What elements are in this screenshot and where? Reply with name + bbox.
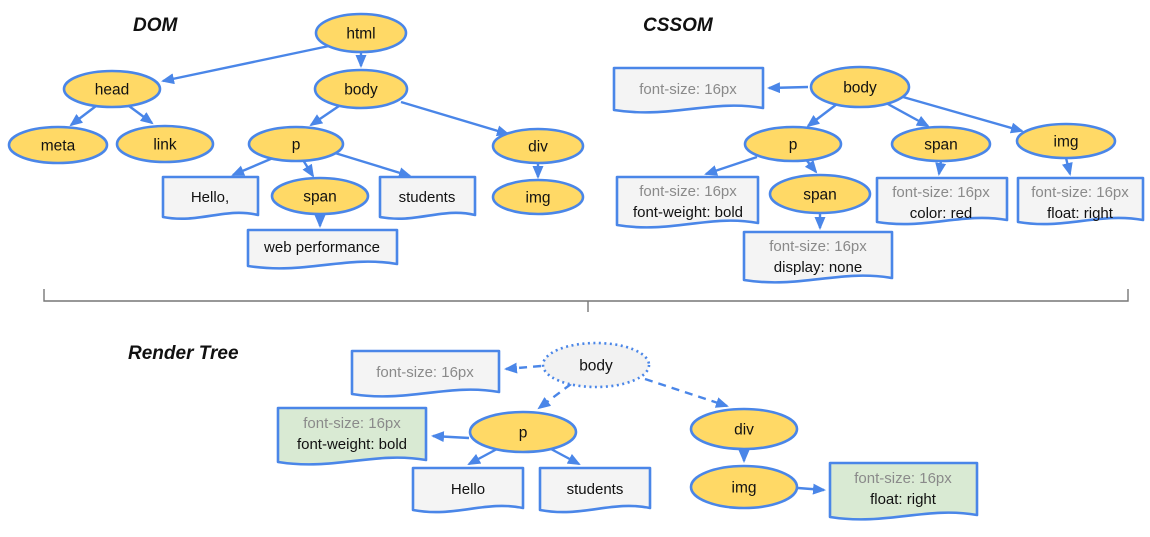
render-rule-p-line1: font-size: 16px [303,415,401,432]
cssom-node-img [1015,122,1117,160]
cssom-rule-p-span [742,230,894,284]
cssom-rule-p-span-line1: font-size: 16px [769,238,867,255]
edge-cssom-body-img [902,95,1024,134]
render-textnode-hello-label: Hello [451,481,485,498]
cssom-rule-body-line1: font-size: 16px [639,81,737,98]
dom-node-meta-label: meta [41,138,76,155]
dom-textnode-web-performance [246,228,399,270]
render-rule-img-line1: font-size: 16px [854,470,952,487]
edge-p-students [334,151,412,179]
render-node-img [689,464,799,510]
edge-render-body-rule [504,362,542,374]
edge-html-head [161,44,330,85]
cssom-node-body [809,65,911,109]
render-node-p-label: p [519,425,528,442]
edge-cssom-p-rule [704,155,758,176]
render-rule-p [276,406,428,466]
dom-node-body-label: body [344,82,378,99]
dom-textnode-students [378,175,477,221]
edge-head-meta [69,105,97,127]
cssom-rule-img [1016,176,1145,226]
render-node-div-label: div [734,422,754,439]
cssom-node-img-label: img [1054,134,1079,151]
render-textnode-students-label: students [567,481,624,498]
edge-render-img-rule [797,483,826,495]
dom-node-link [115,124,215,164]
render-rule-body-line1: font-size: 16px [376,364,474,381]
render-node-div [689,407,799,451]
dom-node-img [491,178,585,216]
edge-cssom-body-rule [767,82,809,94]
dom-textnode-hello-label: Hello, [191,189,229,206]
dom-node-img-label: img [526,190,551,207]
render-rule-img-line2: float: right [870,491,937,508]
cssom-tree: CSSOM body p span img span font-size: 16… [612,15,1145,284]
render-rule-img [828,461,979,521]
render-textnode-students [538,466,652,514]
cssom-node-p [743,125,843,163]
dom-tree: DOM html head body meta link p div span … [7,12,585,270]
dom-node-p-label: p [292,137,301,154]
cssom-rule-span-line1: font-size: 16px [892,184,990,201]
cssom-rule-img-line1: font-size: 16px [1031,184,1129,201]
combine-brace [43,289,1129,312]
edge-cssom-body-p [806,103,838,128]
edge-cssom-img-rule [1061,157,1073,176]
edge-body-p [309,105,340,127]
dom-node-span [270,176,370,216]
dom-node-html [314,12,408,54]
cssom-rule-p-line2: font-weight: bold [633,204,743,221]
cssom-node-body-label: body [843,80,877,97]
cssom-rule-span-line2: color: red [910,205,973,222]
dom-node-head-label: head [95,82,129,99]
edge-p-span [301,159,315,178]
render-tree: Render Tree body p div img font-size: 16… [128,341,979,521]
cssom-node-p-span [768,173,872,215]
dom-node-head [62,69,162,109]
render-rule-body [350,349,501,398]
edge-head-link [128,105,154,125]
dom-textnode-students-label: students [399,189,456,206]
cssom-node-span [890,125,992,163]
dom-node-div-label: div [528,139,548,156]
cssom-node-span-label: span [924,137,958,154]
cssom-rule-span [875,176,1009,226]
dom-node-html-label: html [346,26,375,43]
render-node-body-label: body [579,358,613,375]
edge-render-p-students [550,447,581,466]
cssom-rule-p [615,175,760,229]
edge-body-div [400,100,510,137]
cssom-node-p-span-label: span [803,187,837,204]
edge-render-body-div [644,377,729,408]
edge-render-body-p [537,383,572,410]
render-node-body [541,341,651,389]
dom-node-link-label: link [153,137,177,154]
cssom-title: CSSOM [643,15,714,36]
edge-render-p-hello [467,447,498,466]
dom-textnode-web-performance-label: web performance [263,239,380,256]
render-textnode-hello [411,466,525,514]
dom-node-span-label: span [303,189,337,206]
cssom-node-p-label: p [789,137,798,154]
edge-cssom-span-rule [935,160,947,176]
render-node-img-label: img [732,480,757,497]
edge-render-p-rule [431,431,470,443]
cssom-rule-img-line2: float: right [1047,205,1114,222]
edge-p-hello [231,156,274,177]
dom-node-p [247,125,345,163]
edge-cssom-body-span [885,101,930,128]
render-tree-title: Render Tree [128,343,239,364]
dom-textnode-hello [161,175,260,221]
cssom-rule-body [612,66,765,114]
cssom-rule-p-line1: font-size: 16px [639,183,737,200]
dom-node-meta [7,125,109,165]
render-node-p [468,410,578,454]
cssom-rule-p-span-line2: display: none [774,259,862,276]
render-rule-p-line2: font-weight: bold [297,436,407,453]
dom-title: DOM [133,15,179,36]
dom-node-div [491,127,585,165]
dom-node-body [313,68,409,110]
